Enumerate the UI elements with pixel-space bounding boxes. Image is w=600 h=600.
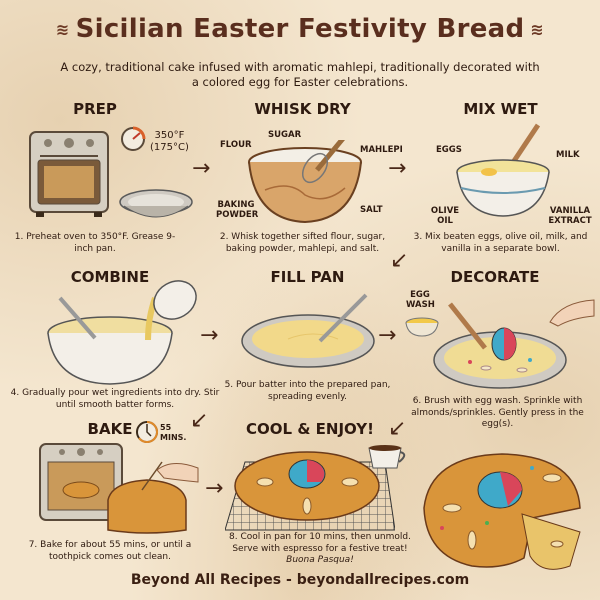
arrow-right-icon: → [200,323,219,348]
decorated-pan-icon [433,302,567,389]
step-title: FILL PAN [270,268,345,286]
buona-pasqua-text: Buona Pasqua! [286,555,354,565]
arrow-right-icon: → [205,476,224,501]
step-caption: 6. Brush with egg wash. Sprinkle with al… [411,396,584,429]
arrow-right-icon: → [388,156,407,181]
timer-clock-icon [136,421,158,443]
thermometer-dial-icon [121,126,146,151]
step-decorate: DECORATE EGG WASH 6. Brush with egg wash… [400,268,595,429]
label-milk: MILK [556,150,580,160]
label-egg-wash: EGG WASH [406,290,435,310]
combine-bowl-icon [47,280,197,385]
step-mix-wet: MIX WET EGGS MILK OLIVE OIL VANILLA EXTR… [408,100,593,254]
step-title: DECORATE [450,268,540,286]
hand-icon [549,299,595,327]
step-combine: COMBINE 4. Gradually pour wet ingredient… [10,268,220,418]
arrow-right-icon: → [192,156,211,181]
step-fill-pan: FILL PAN 5. Pour batter into the prepare… [220,268,395,418]
step-caption: 7. Bake for about 55 mins, or until a to… [28,540,192,562]
step-title: COMBINE [70,268,150,286]
step-prep: PREP 350°F (175°C) 1. Preheat oven to 35… [10,100,195,254]
arrow-down-left-icon: ↙ [190,408,209,433]
label-vanilla-extract: VANILLA EXTRACT [548,206,592,226]
oven-icon [29,131,109,217]
step-caption: 5. Pour batter into the prepared pan, sp… [224,380,391,402]
label-eggs: EGGS [436,145,462,155]
ornament-left-icon: ≋ [55,20,70,39]
step-caption: 1. Preheat oven to 350°F. Grease 9-inch … [14,232,176,254]
wet-bowl-icon [456,123,550,217]
step-cool-enjoy: COOL & ENJOY! 8. Cool in pan for 10 mins… [225,420,415,570]
arrow-down-left-icon: ↙ [388,416,407,441]
cooling-rack-bread-icon [225,451,395,531]
page-title: ≋ Sicilian Easter Festivity Bread ≋ [0,14,600,44]
label-mahlepi: MAHLEPI [360,145,403,155]
pie-pan-icon [119,189,193,218]
label-bake-time: 55 MINS. [160,423,187,442]
egg-wash-bowl-icon [405,317,439,337]
ornament-right-icon: ≋ [530,20,545,39]
step-title: MIX WET [463,100,538,118]
title-text: Sicilian Easter Festivity Bread [75,14,525,44]
step-title: WHISK DRY [254,100,351,118]
temp-label: 350°F (175°C) [150,130,189,153]
step-caption: 3. Mix beaten eggs, olive oil, milk, and… [413,232,588,254]
step-title: COOL & ENJOY! [246,420,374,438]
arrow-down-left-icon: ↙ [390,248,409,273]
footer-credit: Beyond All Recipes - beyondallrecipes.co… [130,572,470,588]
espresso-cup-icon [368,445,406,469]
step-title: PREP [73,100,117,118]
step-caption: 2. Whisk together sifted flour, sugar, b… [219,232,386,254]
arrow-right-icon: → [378,323,397,348]
oven-baking-icon [39,443,123,521]
label-salt: SALT [360,205,383,215]
label-baking-powder: BAKING POWDER [216,200,259,220]
step-caption: 4. Gradually pour wet ingredients into d… [10,388,220,410]
label-flour: FLOUR [220,140,252,150]
step-title: BAKE [87,420,133,438]
step-bake: BAKE 55 MINS. 7. Bake for about 55 mins,… [10,420,210,570]
mixing-bowl-icon [248,140,362,224]
step-caption: 8. Cool in pan for 10 mins, then unmold.… [225,532,415,567]
subtitle: A cozy, traditional cake infused with ar… [60,60,540,89]
label-olive-oil: OLIVE OIL [430,206,460,226]
filled-pan-icon [241,293,375,368]
sliced-easter-bread-icon [423,453,581,570]
label-sugar: SUGAR [268,130,302,140]
loaf-toothpick-icon [107,461,199,534]
step-whisk-dry: WHISK DRY FLOUR SUGAR MAHLEPI BAKING POW… [210,100,403,254]
